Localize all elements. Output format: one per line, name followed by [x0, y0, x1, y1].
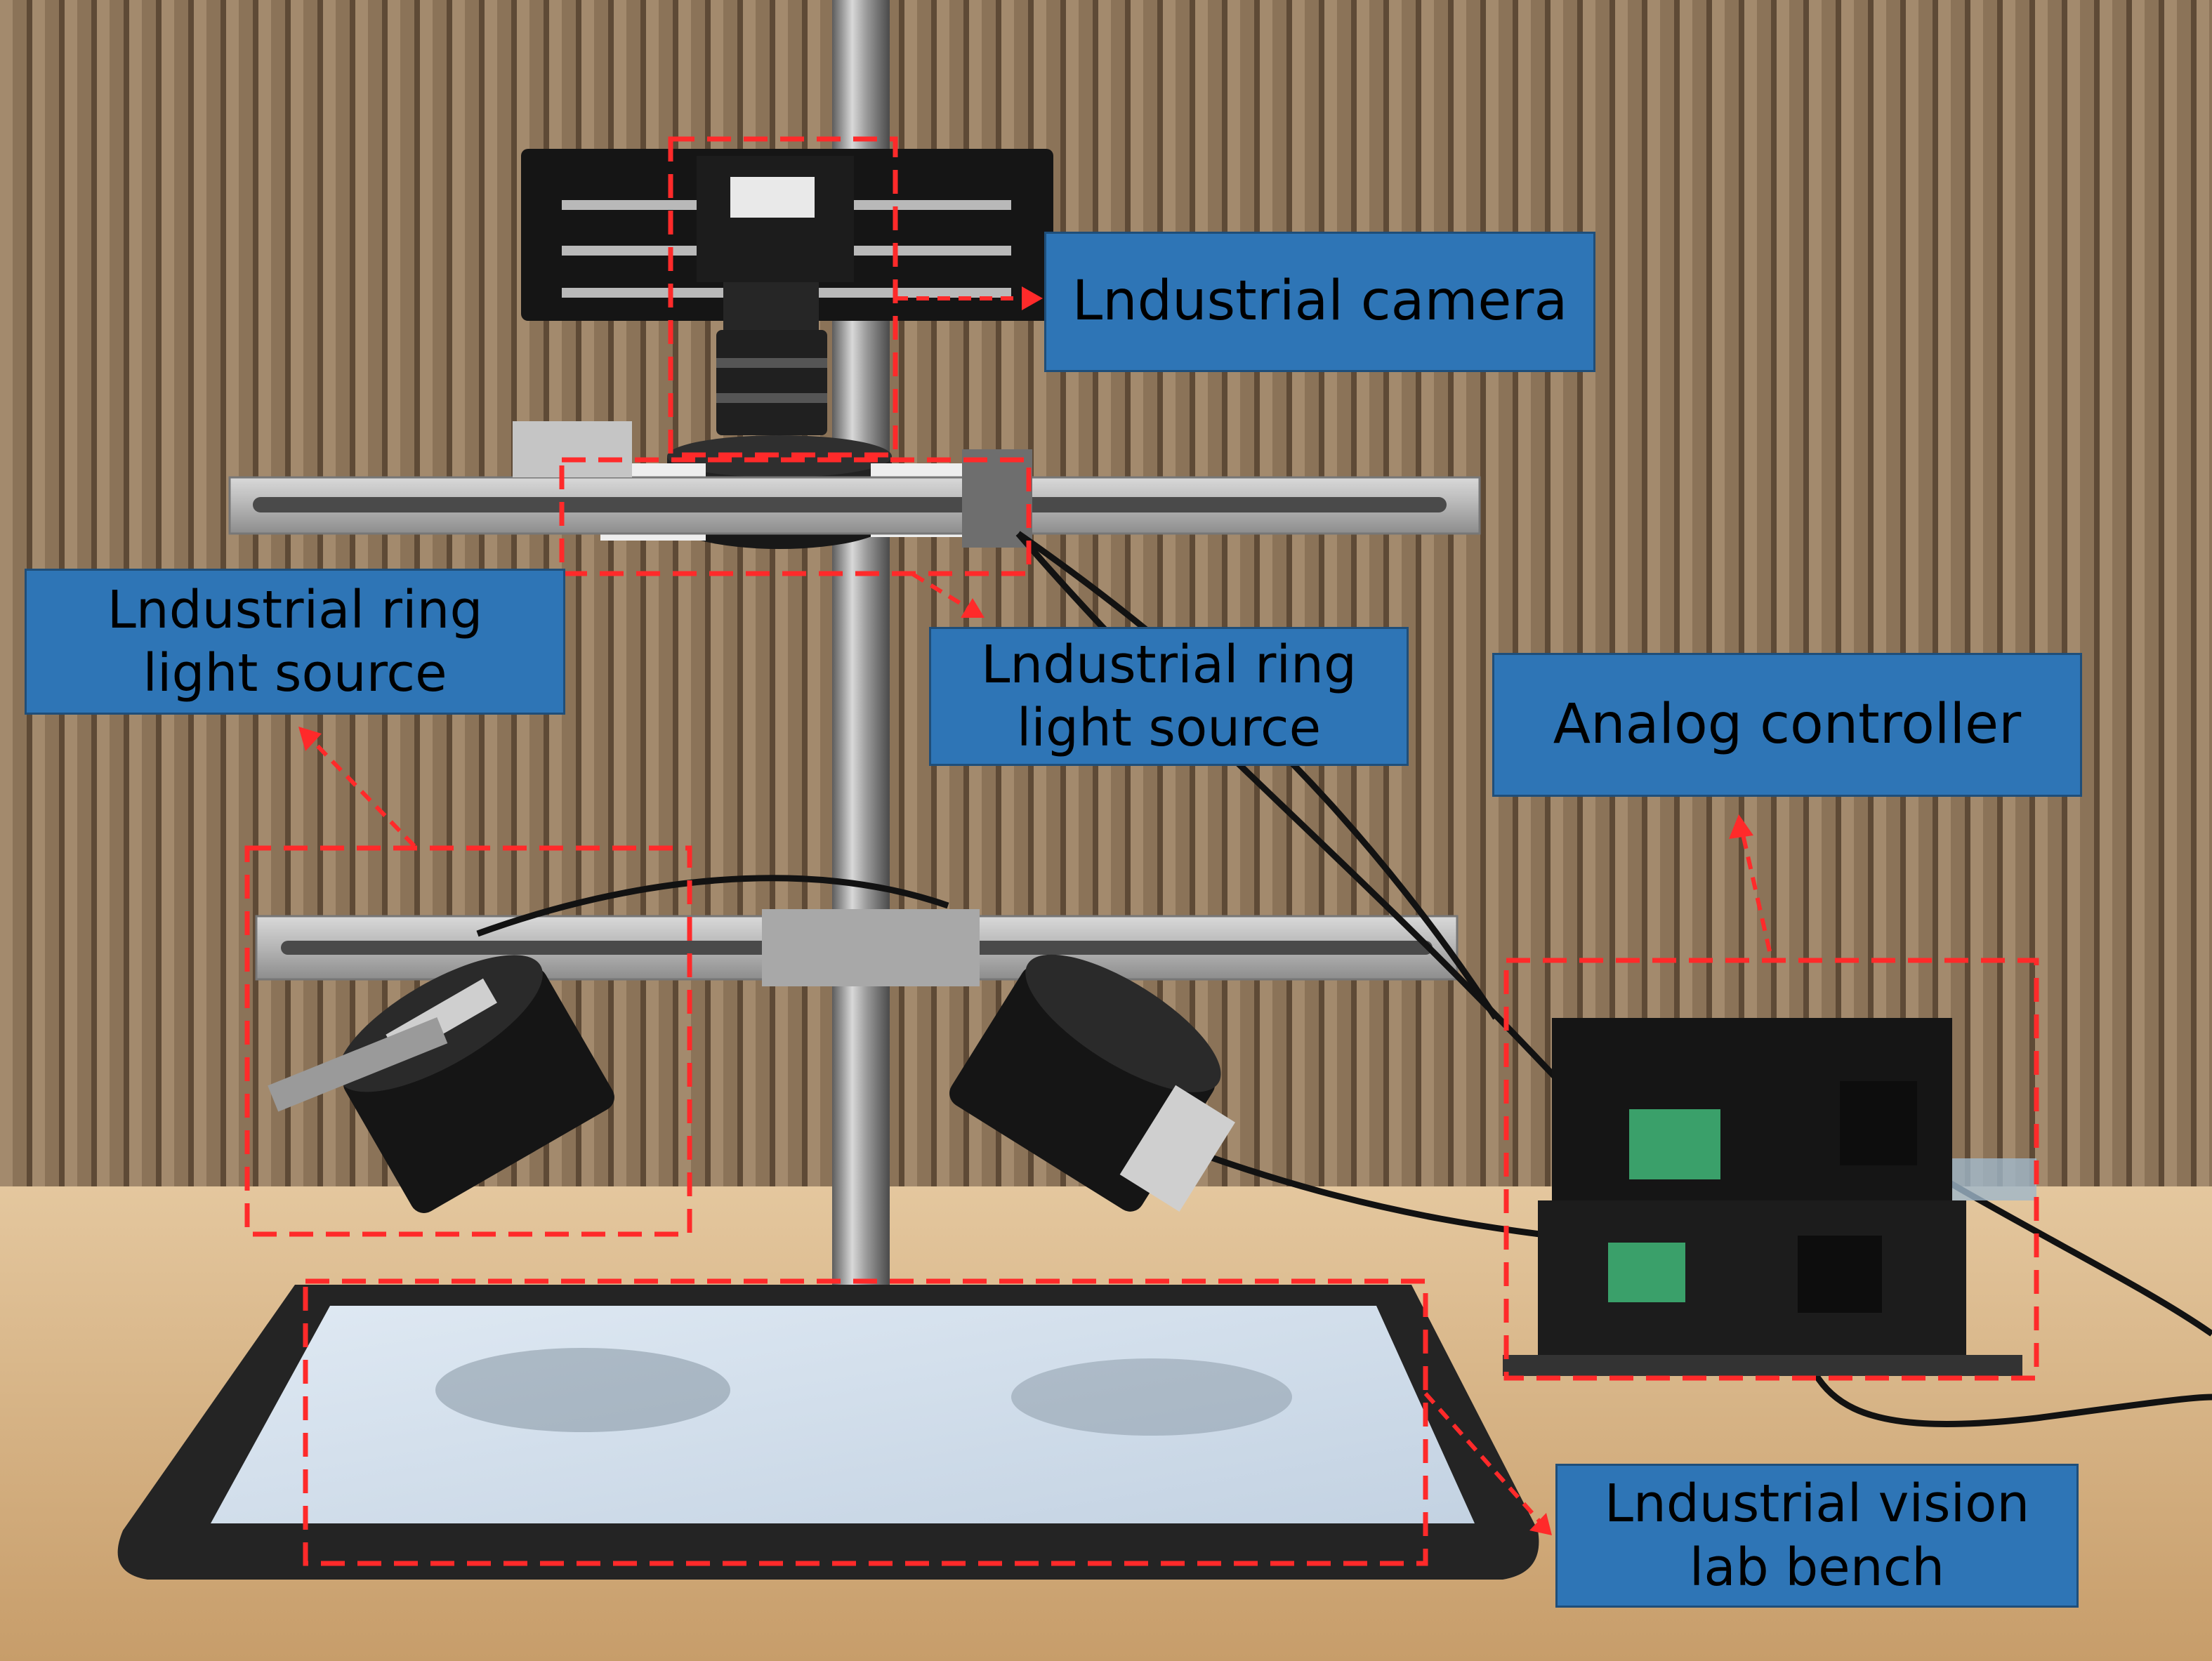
- callout-ring-light-left: Lndustrial ring light source: [25, 569, 565, 715]
- lower-crossbar: [255, 909, 1459, 986]
- upper-crossbar: [228, 421, 1481, 548]
- industrial-camera: [697, 156, 854, 435]
- pointer-arrows: [298, 286, 1772, 1535]
- left-light-bracket: [268, 1017, 448, 1112]
- callout-ring-light-center: Lndustrial ring light source: [929, 627, 1409, 766]
- upper-ring-light-highlight-box: [559, 457, 1032, 576]
- left-ring-light-highlight-box: [244, 845, 692, 1237]
- callout-analog-controller: Analog controller: [1492, 653, 2082, 797]
- lab-bench-base: [117, 1285, 1539, 1580]
- callout-industrial-camera: Lndustrial camera: [1044, 232, 1595, 372]
- analog-controller: [1503, 1018, 2036, 1376]
- bench-highlight-box: [303, 1278, 1428, 1566]
- right-ring-light: [949, 954, 1235, 1212]
- controller-highlight-box: [1503, 958, 2039, 1381]
- callout-lab-bench: Lndustrial vision lab bench: [1555, 1464, 2079, 1608]
